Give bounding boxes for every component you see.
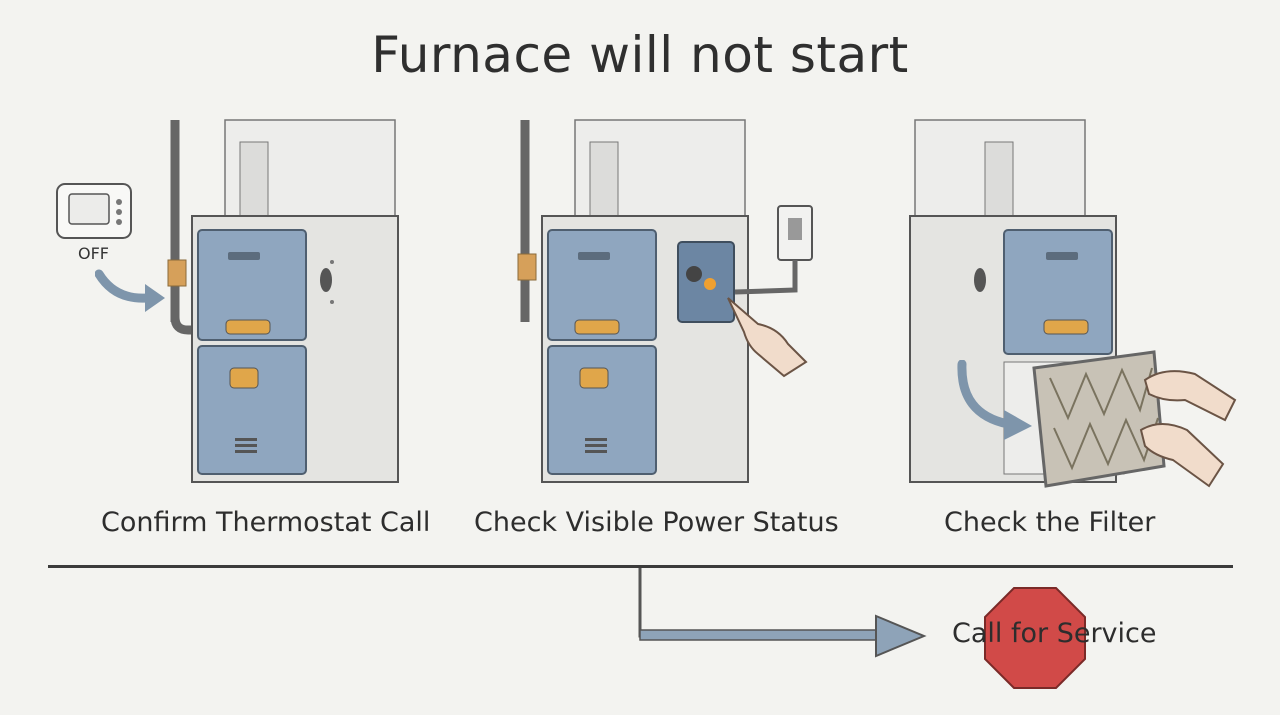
curved-arrow-icon bbox=[95, 269, 165, 312]
step-label-power: Check Visible Power Status bbox=[474, 507, 839, 538]
outcome-label: Call for Service bbox=[952, 618, 1157, 649]
thermostat-icon bbox=[56, 183, 132, 239]
divider-line bbox=[48, 565, 1233, 568]
furnace-icon bbox=[517, 119, 813, 483]
diagram-title: Furnace will not start bbox=[371, 26, 909, 84]
furnace-icon bbox=[167, 119, 399, 483]
thermostat-status: OFF bbox=[78, 244, 109, 263]
step-thermostat bbox=[30, 112, 450, 552]
hand-icon bbox=[727, 297, 808, 378]
air-filter-icon bbox=[1032, 350, 1166, 488]
step-label-thermostat: Confirm Thermostat Call bbox=[101, 507, 431, 538]
flow-arrow-icon bbox=[638, 568, 927, 658]
stop-sign-icon bbox=[984, 587, 1086, 689]
step-label-filter: Check the Filter bbox=[944, 507, 1156, 538]
step-power bbox=[410, 112, 830, 552]
hands-icon bbox=[1139, 370, 1237, 488]
curved-arrow-icon bbox=[957, 360, 1032, 440]
